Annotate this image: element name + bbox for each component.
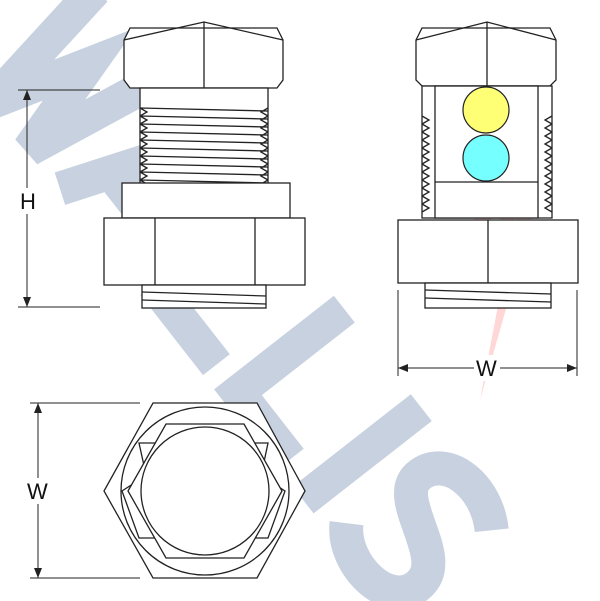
watermark-letter bbox=[0, 0, 171, 165]
thread-ridge bbox=[421, 203, 553, 213]
top-view bbox=[103, 402, 306, 579]
width-label-top: W bbox=[27, 479, 48, 504]
height-dimension: H bbox=[18, 89, 100, 308]
indicator-cyan bbox=[462, 134, 510, 182]
height-label: H bbox=[20, 189, 36, 214]
thread-ridge bbox=[421, 131, 553, 141]
thread-ridge bbox=[139, 171, 269, 181]
thread-ridge bbox=[139, 123, 269, 133]
thread-ridge bbox=[421, 115, 553, 125]
thread-ridge bbox=[421, 187, 553, 197]
thread-ridge bbox=[139, 147, 269, 157]
thread-ridge bbox=[421, 195, 553, 205]
thread-ridge bbox=[421, 163, 553, 173]
thread-ridge bbox=[139, 139, 269, 149]
thread-ridge bbox=[421, 123, 553, 133]
thread-ridge bbox=[421, 147, 553, 157]
side-view-assembled bbox=[103, 21, 306, 309]
watermark-letter bbox=[292, 394, 432, 514]
side-view-section bbox=[397, 21, 579, 309]
thread-ridge bbox=[139, 115, 269, 125]
thread-ridge bbox=[139, 155, 269, 165]
thread-ridge bbox=[421, 155, 553, 165]
thread-ridge bbox=[139, 131, 269, 141]
thread-ridge bbox=[421, 139, 553, 149]
thread-ridge bbox=[139, 163, 269, 173]
thread-ridge bbox=[421, 179, 553, 189]
indicator-yellow bbox=[462, 86, 510, 134]
watermark-letter bbox=[329, 451, 509, 601]
width-dimension-top: W bbox=[26, 402, 140, 579]
thread-ridge bbox=[421, 171, 553, 181]
thread-ridge bbox=[139, 107, 269, 117]
width-dimension-side: W bbox=[397, 290, 578, 381]
width-label-side: W bbox=[476, 356, 497, 381]
